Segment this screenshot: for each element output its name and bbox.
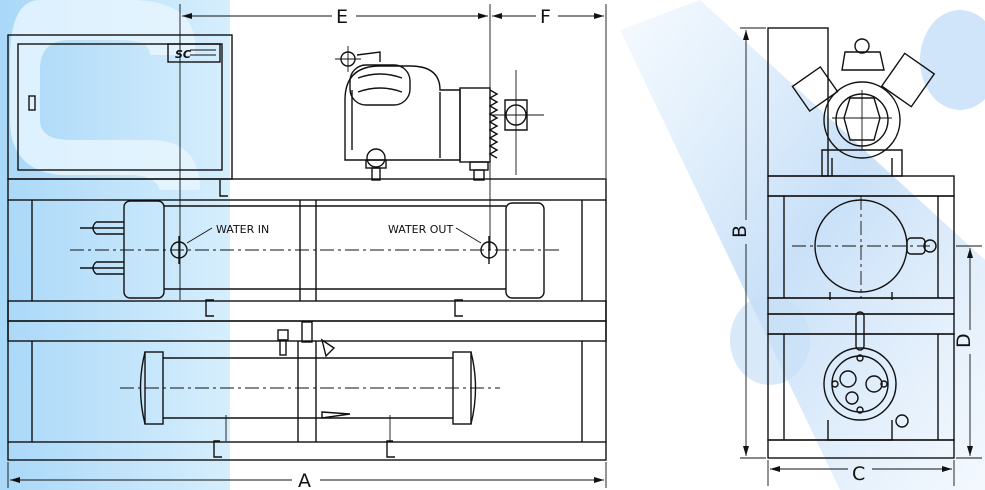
svg-text:B: B	[729, 225, 751, 238]
dimension-a: A	[7, 462, 607, 490]
dimension-d: D	[953, 245, 982, 459]
dimension-e-f: E F	[179, 4, 607, 300]
top-rail	[7, 178, 607, 201]
dimension-c: C	[767, 460, 955, 486]
water-in-label: WATER IN	[216, 223, 269, 236]
compressor-end	[791, 38, 936, 177]
receiver-lower	[120, 321, 500, 441]
dimension-b: B	[729, 27, 766, 459]
svg-text:F: F	[540, 6, 551, 28]
svg-text:A: A	[298, 470, 311, 490]
control-box-door	[17, 43, 223, 171]
receiver-end	[823, 311, 909, 441]
bottom-rail	[7, 441, 607, 461]
condenser-upper	[70, 200, 560, 299]
svg-text:E: E	[336, 6, 348, 28]
svg-text:SC: SC	[175, 48, 191, 61]
svg-text:C: C	[852, 463, 865, 485]
side-view	[767, 27, 955, 459]
nameplate: SC	[167, 43, 221, 63]
compressor-front	[335, 46, 544, 181]
condenser-end	[792, 196, 937, 300]
front-view: SC	[7, 34, 607, 461]
water-out-label: WATER OUT	[388, 223, 453, 236]
svg-text:D: D	[953, 333, 975, 348]
door-handle	[28, 95, 36, 111]
